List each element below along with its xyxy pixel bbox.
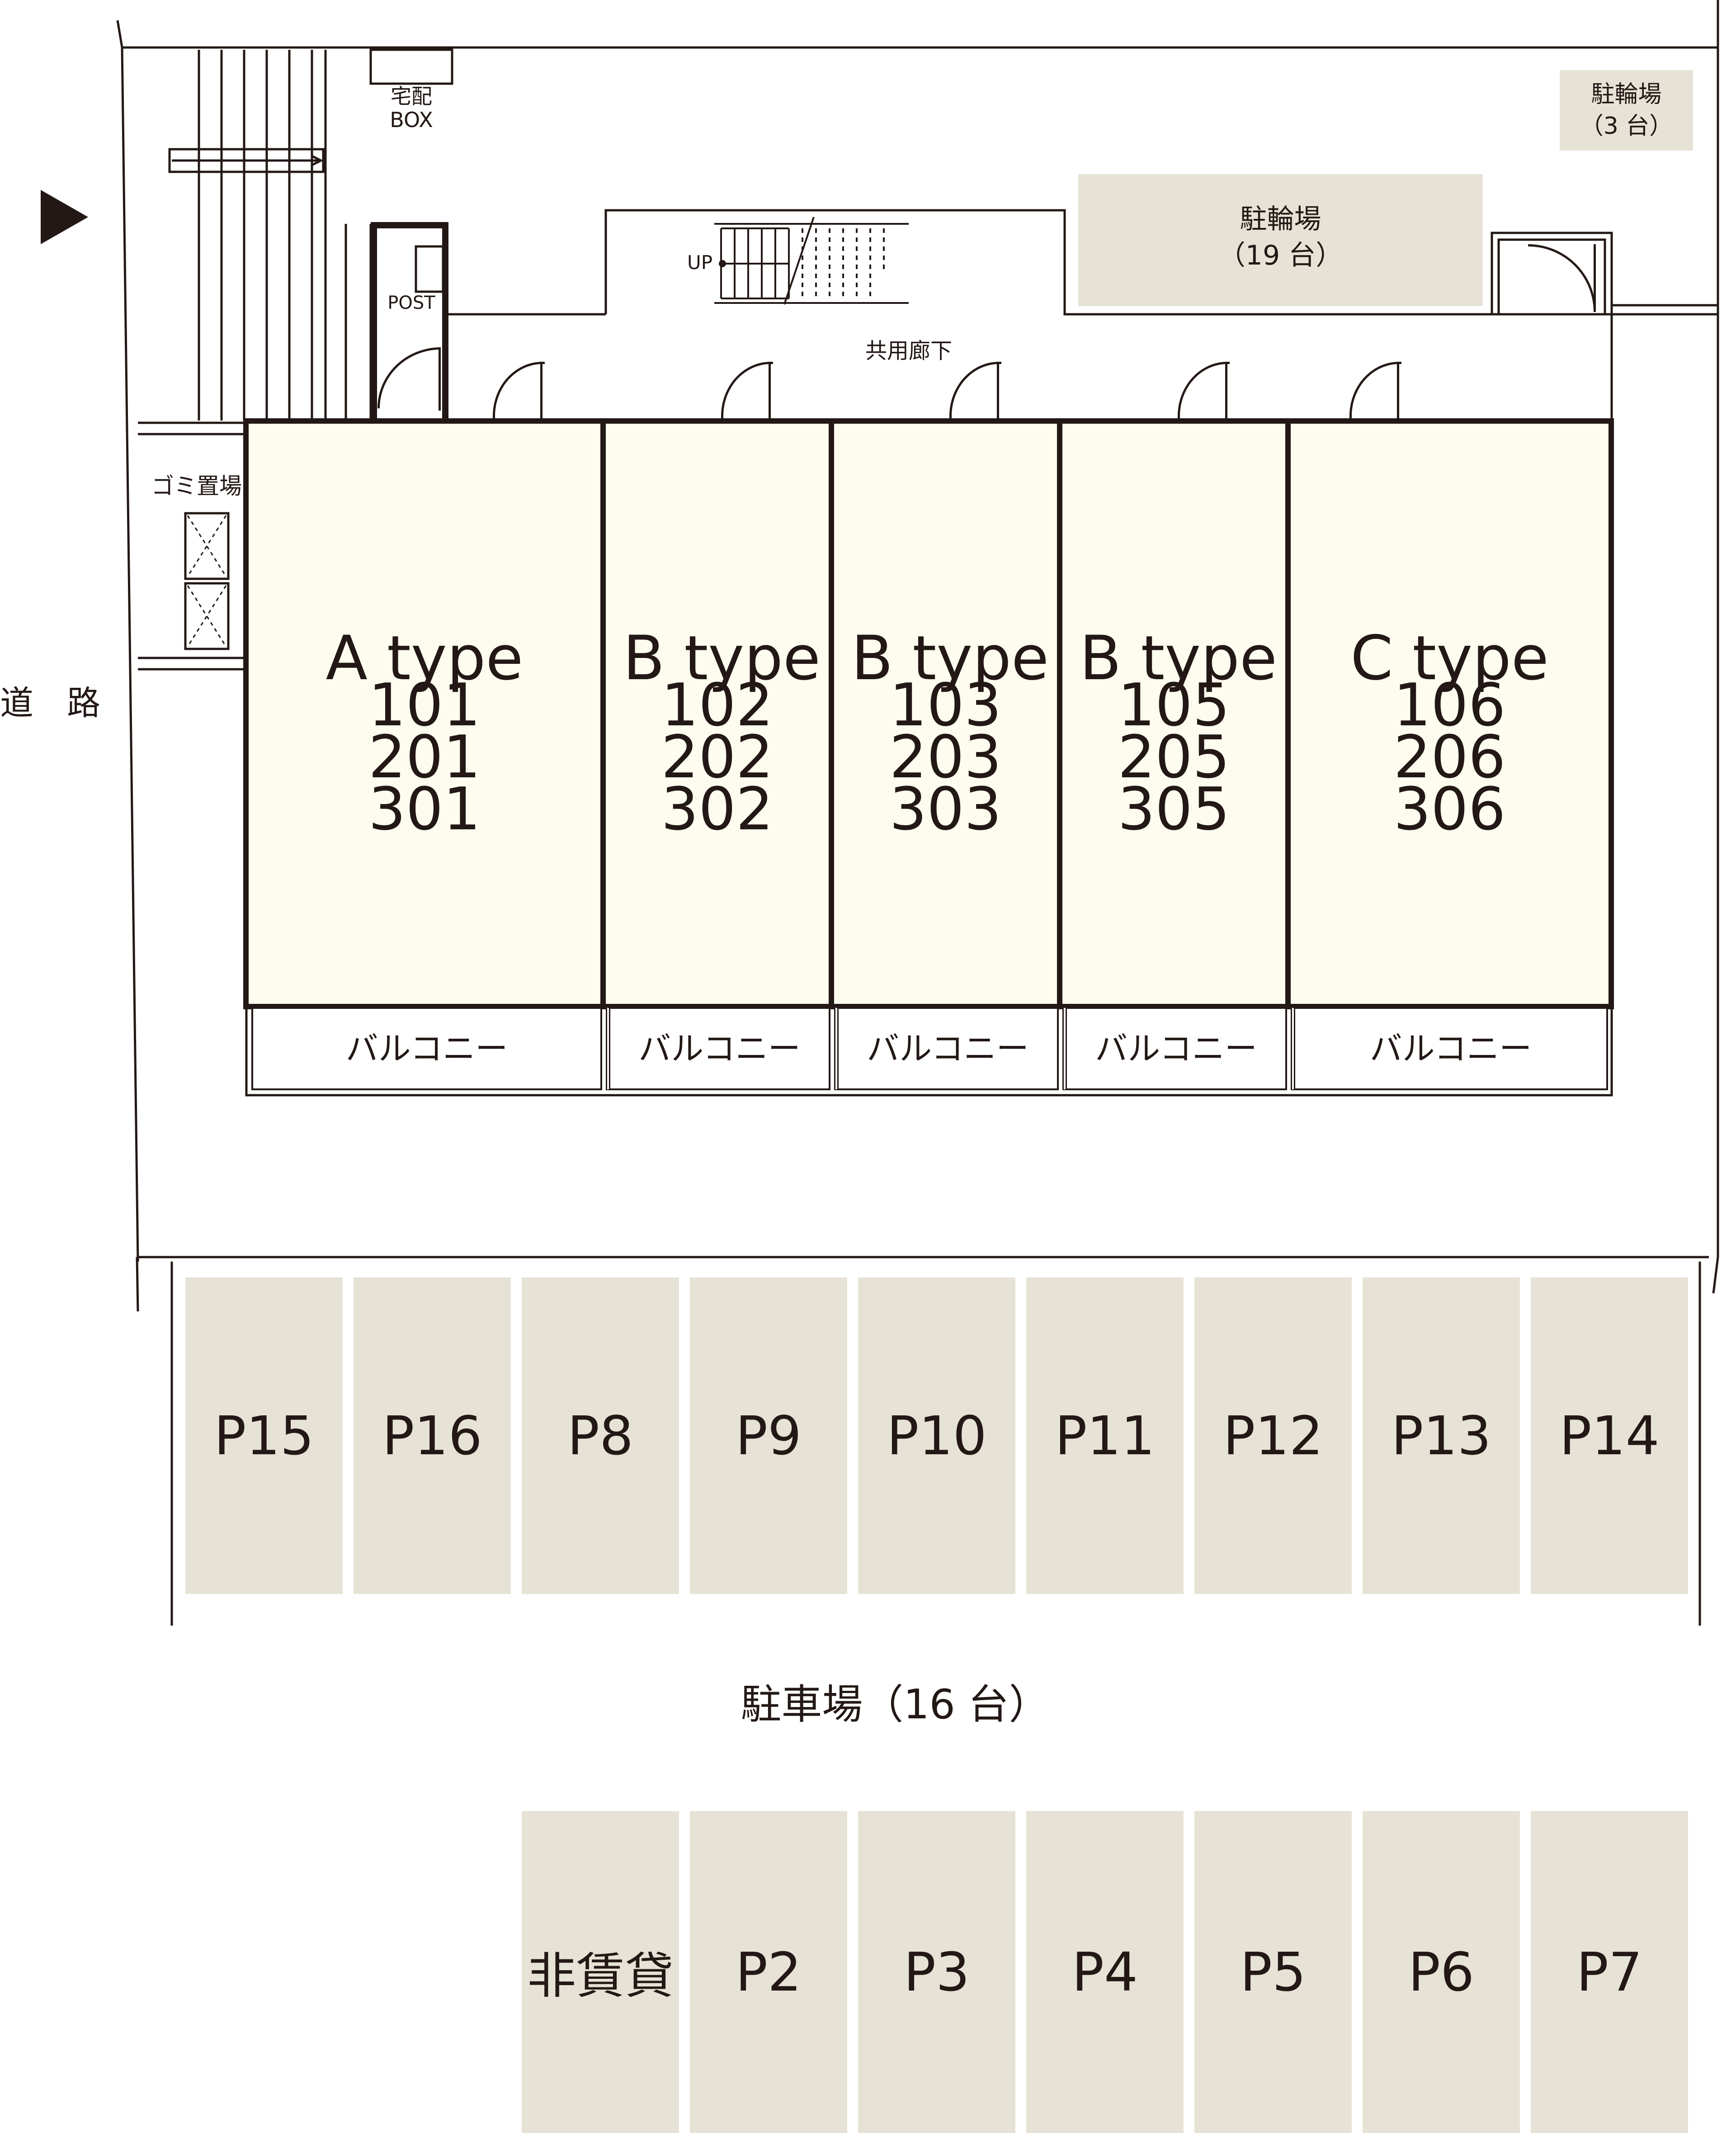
balcony: バルコニー xyxy=(1062,1007,1287,1090)
parking-space: P5 xyxy=(1194,1811,1352,2133)
unit-type-label: B type xyxy=(851,623,1049,694)
bike-parking-large-title: 駐輪場 xyxy=(1240,203,1321,235)
parking-space: P10 xyxy=(858,1277,1015,1594)
balcony: バルコニー xyxy=(1291,1007,1608,1090)
parking-space: P8 xyxy=(522,1277,679,1594)
room-number: 202 xyxy=(661,723,774,791)
storage-door-leaf xyxy=(1594,244,1596,312)
parking-space: P15 xyxy=(185,1277,343,1594)
room-number: 305 xyxy=(1118,775,1230,843)
parking-space: P11 xyxy=(1026,1277,1184,1594)
room-number: 203 xyxy=(889,723,1002,791)
entrance-arrow-icon xyxy=(41,190,88,244)
room-number: 105 xyxy=(1118,671,1230,739)
road-label: 道 路 xyxy=(0,684,100,723)
room-number: 303 xyxy=(889,775,1002,843)
door-leaf xyxy=(1225,362,1227,418)
room-number: 102 xyxy=(661,671,774,739)
room-number: 301 xyxy=(368,775,481,843)
balcony: バルコニー xyxy=(834,1007,1059,1090)
door-leaf xyxy=(1397,362,1399,418)
room-number: 106 xyxy=(1393,671,1506,739)
bike-parking-large: 駐輪場 （19 台） xyxy=(1078,174,1483,306)
unit-b-type-102: B type 102 202 302 xyxy=(600,418,834,1009)
door-leaf xyxy=(997,362,999,418)
door-leaf xyxy=(769,362,771,418)
balcony: バルコニー xyxy=(251,1007,602,1090)
unit-a-type: A type 101 201 301 xyxy=(243,418,606,1009)
room-number: 201 xyxy=(368,723,481,791)
unit-type-label: B type xyxy=(623,623,821,694)
room-number: 103 xyxy=(889,671,1002,739)
room-number: 101 xyxy=(368,671,481,739)
parking-space: P6 xyxy=(1363,1811,1520,2133)
unit-type-label: A type xyxy=(326,623,524,694)
unit-type-label: B type xyxy=(1079,623,1278,694)
parking-space: P12 xyxy=(1194,1277,1352,1594)
post-label: POST xyxy=(387,293,435,313)
unit-b-type-105: B type 105 205 305 xyxy=(1057,418,1291,1009)
unit-type-label: C type xyxy=(1350,623,1549,694)
unit-b-type-103: B type 103 203 303 xyxy=(829,418,1062,1009)
delivery-box-label-2: BOX xyxy=(390,108,433,132)
bike-parking-small: 駐輪場 （3 台） xyxy=(1560,70,1693,151)
room-number: 206 xyxy=(1393,723,1506,791)
post-door-leaf xyxy=(439,347,441,411)
stairs-up-label: UP xyxy=(687,251,713,274)
parking-space-non-rental: 非賃貸 xyxy=(522,1811,679,2133)
parking-space: P4 xyxy=(1026,1811,1184,2133)
bike-parking-small-count: （3 台） xyxy=(1580,113,1673,140)
parking-title: 駐車場（16 台） xyxy=(741,1681,1050,1728)
room-number: 302 xyxy=(661,775,774,843)
parking-space: P9 xyxy=(690,1277,847,1594)
parking-space: P13 xyxy=(1363,1277,1520,1594)
garbage-area-label: ゴミ置場 xyxy=(151,473,242,499)
unit-c-type: C type 106 206 306 xyxy=(1285,418,1614,1009)
room-number: 306 xyxy=(1393,775,1506,843)
door-leaf xyxy=(540,362,542,418)
balcony: バルコニー xyxy=(606,1007,830,1090)
parking-space: P7 xyxy=(1531,1811,1688,2133)
parking-space: P2 xyxy=(690,1811,847,2133)
parking-space: P16 xyxy=(354,1277,511,1594)
room-number: 205 xyxy=(1118,723,1230,791)
parking-space: P3 xyxy=(858,1811,1015,2133)
bike-parking-small-title: 駐輪場 xyxy=(1591,81,1662,108)
parking-space: P14 xyxy=(1531,1277,1688,1594)
delivery-box-label-1: 宅配 xyxy=(391,84,432,109)
corridor-label: 共用廊下 xyxy=(865,338,952,364)
bike-parking-large-count: （19 台） xyxy=(1218,240,1343,271)
